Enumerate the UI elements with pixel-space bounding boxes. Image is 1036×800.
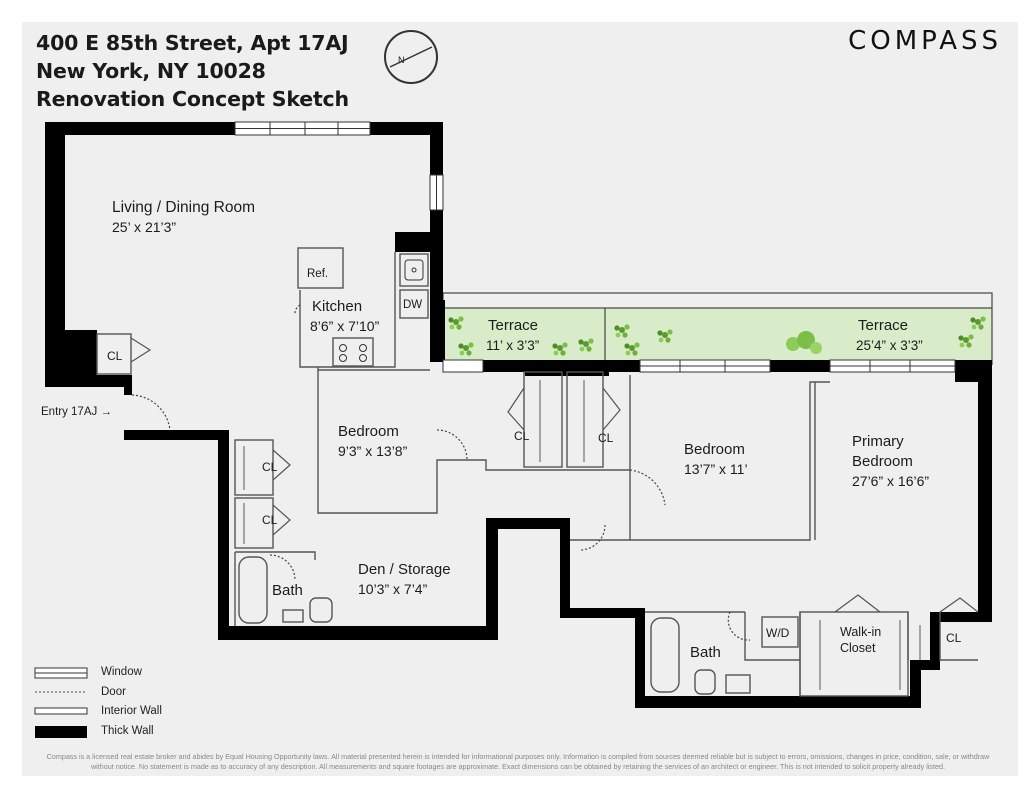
north-arrow-icon: N [384,30,438,84]
legend-thick-wall: Thick Wall [101,725,154,737]
primary-bedroom-name-1: Primary [852,433,904,450]
brand-logo: COMPASS [848,26,1002,56]
bedroom-1-name: Bedroom [338,423,399,440]
legend-symbols [34,667,88,738]
bedroom-2-dims: 13’7” x 11’ [684,461,748,477]
terrace-railing [442,292,993,309]
bedroom-1-dims: 9’3” x 13’8” [338,443,408,459]
terrace-2-name: Terrace [858,317,908,334]
plan-sheet [22,22,1018,776]
kitchen-dims: 8’6” x 7’10” [310,318,380,334]
stove-icon [339,344,367,362]
closet-label-e: CL [946,631,962,645]
closet-label-b: CL [598,431,614,445]
closet-label-d: CL [262,513,278,527]
terrace-1-name: Terrace [488,317,538,334]
address-line-1: 400 E 85th Street, Apt 17AJ [36,31,349,55]
closet-rods [243,380,921,690]
den-dims: 10’3” x 7’4” [358,581,428,597]
primary-bedroom-name-2: Bedroom [852,453,913,470]
svg-text:N: N [398,55,405,65]
living-room-name: Living / Dining Room [112,199,255,216]
bedroom-2-name: Bedroom [684,441,745,458]
dw-label: DW [403,299,422,311]
entry-label: Entry 17AJ → [41,406,112,418]
closet-label-c: CL [262,460,278,474]
walkin-name-1: Walk-in [840,625,881,639]
terrace-2-dims: 25’4” x 3’3” [856,338,923,353]
wd-label: W/D [766,626,790,640]
terrace-plants [448,316,986,356]
primary-bedroom-dims: 27’6” x 16’6” [852,473,929,489]
bath-1-name: Bath [272,582,303,599]
door-swings [131,304,751,641]
sink-icon [404,259,424,281]
living-closet-label: CL [107,349,123,363]
plan-subtitle: Renovation Concept Sketch [36,87,349,111]
living-room-dims: 25’ x 21’3” [112,219,176,235]
ref-label: Ref. [307,268,328,280]
walkin-name-2: Closet [840,641,876,655]
interior-walls [96,247,978,697]
legend-door: Door [101,686,126,698]
room-labels: Living / Dining Room 25’ x 21’3” Ref. DW… [41,199,962,661]
address-line-2: New York, NY 10028 [36,59,266,83]
legend-interior-wall: Interior Wall [101,705,162,717]
den-name: Den / Storage [358,561,451,578]
closet-label-a: CL [514,429,530,443]
kitchen-name: Kitchen [312,298,362,315]
closet-doors [130,337,979,613]
windows [234,121,956,373]
disclaimer: Compass is a licensed real estate broker… [46,752,990,771]
legend-window: Window [101,666,142,678]
bath-2-name: Bath [690,644,721,661]
terrace-1-dims: 11’ x 3’3” [486,338,539,353]
